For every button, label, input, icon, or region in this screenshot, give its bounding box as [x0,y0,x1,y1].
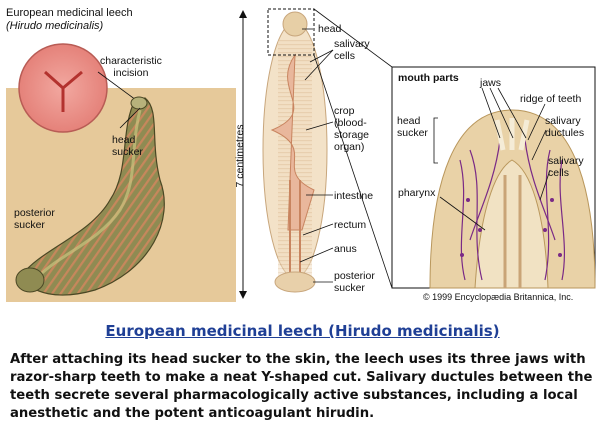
label-head-sucker-mouth: head sucker [397,115,428,139]
intestine-organ [289,180,301,280]
leech-illustration [6,8,596,302]
crop-organ [270,53,315,231]
caption-title-link[interactable]: European medicinal leech (Hirudo medicin… [105,322,500,340]
label-head-sucker-left: head sucker [112,134,143,158]
label-rectum: rectum [334,219,367,231]
center-head [282,11,308,37]
mouth-parts-title: mouth parts [398,72,459,84]
scale-label: 7 centimetres [234,124,246,188]
figure-title-line1: European medicinal leech [6,7,133,19]
label-salivary-cells-center: salivary cells [334,38,370,62]
label-head: head [318,23,342,35]
label-anus: anus [334,243,357,255]
label-posterior-sucker-center: posterior sucker [334,270,375,294]
label-intestine: intestine [334,190,374,202]
head-callout-box [267,8,315,56]
salivary-cells-dots [460,198,562,257]
center-posterior-sucker [274,271,316,293]
label-jaws: jaws [480,77,502,89]
figure-title: European medicinal leech (Hirudo medicin… [6,7,133,33]
label-ridge-of-teeth: ridge of teeth [520,93,582,105]
figure-title-line2: (Hirudo medicinalis) [6,20,104,32]
leech-anatomy-figure: European medicinal leech (Hirudo medicin… [6,7,596,302]
label-pharynx: pharynx [398,187,436,199]
label-characteristic-incision: characteristic incision [100,55,162,79]
label-salivary-ductules: salivary ductules [545,115,585,139]
label-salivary-cells-mouth: salivary cells [548,155,584,179]
pharynx [503,175,522,288]
y-incision [44,70,83,112]
leech-posterior-sucker [15,267,45,293]
salivary-ductules [459,139,565,281]
label-crop: crop (blood- storage organ) [334,105,370,153]
label-posterior-sucker-left: posterior sucker [14,207,55,231]
leech-head-sucker [130,96,148,110]
leech-body [21,97,165,296]
caption-body: After attaching its head sucker to the s… [10,352,593,421]
copyright-notice: © 1999 Encyclopædia Britannica, Inc. [423,292,574,302]
